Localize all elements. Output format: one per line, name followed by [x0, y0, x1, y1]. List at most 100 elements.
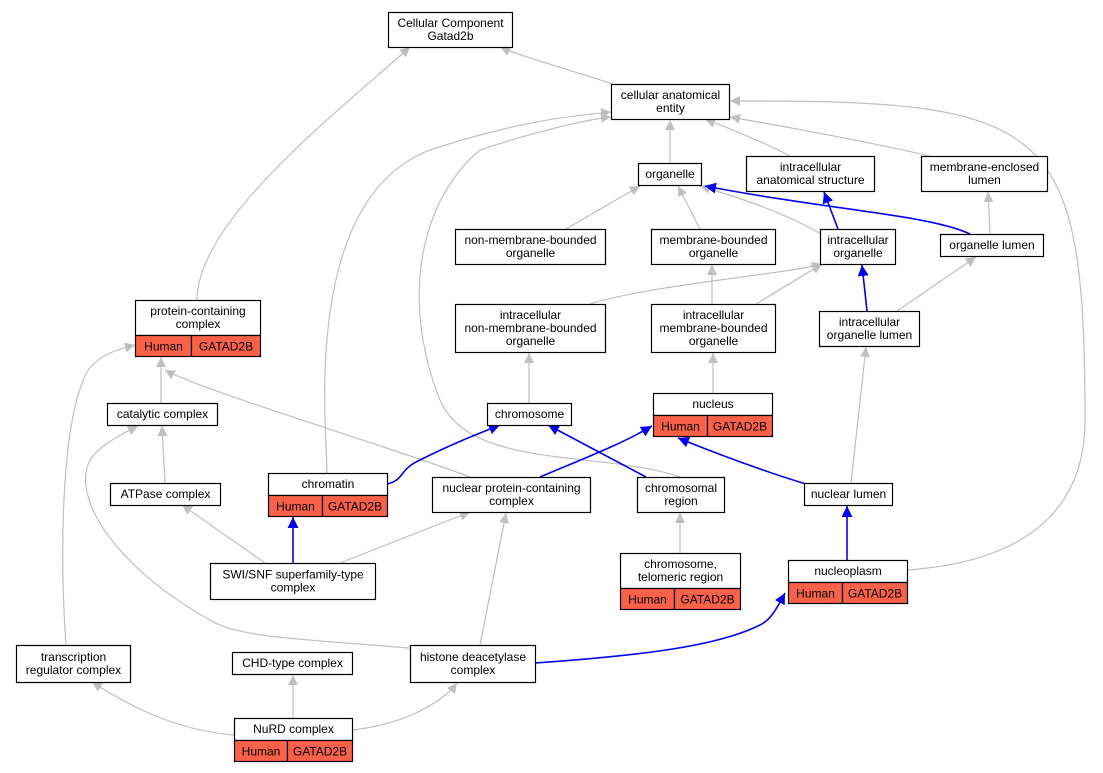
node-label-line: organelle	[645, 167, 695, 181]
edge-hdac-to-cc	[85, 425, 431, 651]
node-label-line: membrane-bounded	[659, 321, 767, 335]
node-label-line: histone deacetylase	[420, 650, 526, 664]
node-cc[interactable]: catalytic complex	[106, 402, 219, 427]
edge-npcc-to-pcc	[164, 369, 471, 478]
edge-trc-to-pcc	[62, 342, 136, 646]
edge-swi-to-npcc	[339, 510, 471, 564]
gene-cell-box	[321, 494, 389, 518]
node-box	[610, 83, 731, 121]
node-box	[231, 651, 354, 676]
node-label-line: entity	[656, 101, 685, 115]
gene-cell: GATAD2B	[328, 500, 382, 514]
node-nl[interactable]: nuclear lumen	[803, 482, 894, 507]
edge-ias-to-cae	[704, 118, 791, 157]
edge-cae-to-root	[499, 46, 614, 85]
edge-cr-to-chromosome	[547, 424, 647, 478]
node-organelle[interactable]: organelle	[637, 162, 703, 187]
node-label-line: Cellular Component	[397, 16, 504, 30]
edge-swi-to-atpase	[181, 504, 266, 564]
node-label-line: membrane-bounded	[659, 233, 767, 247]
node-label-line: transcription	[41, 650, 106, 664]
node-box	[650, 228, 777, 266]
node-chd[interactable]: CHD-type complex	[231, 651, 354, 676]
edge-iol-to-ol	[896, 256, 977, 312]
node-ol[interactable]: organelle lumen	[939, 233, 1045, 258]
gene-cell: GATAD2B	[848, 587, 902, 601]
node-label-line: nuclear lumen	[811, 487, 886, 501]
edge-atpase-to-cc	[157, 425, 168, 484]
node-box	[431, 476, 592, 514]
node-label-line: non-membrane-bounded	[464, 321, 596, 335]
node-label-line: complex	[176, 317, 221, 331]
species-cell: Human	[796, 587, 835, 601]
edge-chromatin-to-cae	[324, 107, 612, 474]
edge-nl-to-iol	[850, 346, 870, 484]
edge-nurd-to-hdac	[351, 682, 458, 731]
species-cell: Human	[628, 593, 667, 607]
gene-cell: GATAD2B	[680, 593, 734, 607]
node-box	[486, 402, 573, 427]
node-box	[803, 482, 894, 507]
node-box	[637, 162, 703, 187]
gene-cell-box	[190, 334, 262, 358]
node-label-line: organelle	[689, 334, 739, 348]
edge-nurd-to-trc	[91, 681, 235, 736]
gene-cell-box	[841, 581, 909, 605]
node-label-line: chromosome,	[644, 557, 717, 571]
edge-io-to-organelle	[699, 184, 822, 235]
node-box	[15, 644, 132, 684]
node-box	[939, 233, 1045, 258]
gene-cell: GATAD2B	[293, 745, 347, 759]
node-atpase[interactable]: ATPase complex	[109, 482, 222, 507]
edge-mbo-to-organelle	[677, 185, 701, 230]
node-box	[818, 310, 921, 348]
node-label-line: intracellular	[500, 308, 561, 322]
node-label-line: catalytic complex	[117, 407, 208, 421]
species-cell: Human	[661, 420, 700, 434]
node-box	[636, 476, 726, 514]
gene-cell-box	[286, 739, 354, 763]
node-label-line: chromatin	[302, 477, 355, 491]
node-label-line: nucleus	[692, 397, 733, 411]
gene-cell-box	[673, 587, 742, 611]
edge-io-to-ias	[822, 191, 839, 230]
node-label-line: nuclear protein-containing	[442, 481, 580, 495]
node-label-line: organelle	[833, 246, 883, 260]
node-chromosome[interactable]: chromosome	[486, 402, 573, 427]
node-box	[409, 644, 537, 684]
node-label-line: organelle lumen	[827, 328, 912, 342]
node-label-line: complex	[271, 581, 316, 595]
node-inmbo[interactable]: intracellularnon-membrane-boundedorganel…	[454, 303, 607, 354]
node-label-line: SWI/SNF superfamily-type	[222, 568, 364, 582]
node-box	[106, 402, 219, 427]
node-box	[387, 11, 514, 49]
species-cell: Human	[276, 500, 315, 514]
node-label-line: organelle	[689, 246, 739, 260]
node-box	[109, 482, 222, 507]
edge-nl-to-nucleus	[677, 437, 807, 485]
gene-cell-box	[706, 414, 774, 438]
node-label-line: CHD-type complex	[242, 656, 343, 670]
edge-pcc-to-root	[196, 46, 411, 301]
node-label-line: complex	[451, 663, 496, 677]
